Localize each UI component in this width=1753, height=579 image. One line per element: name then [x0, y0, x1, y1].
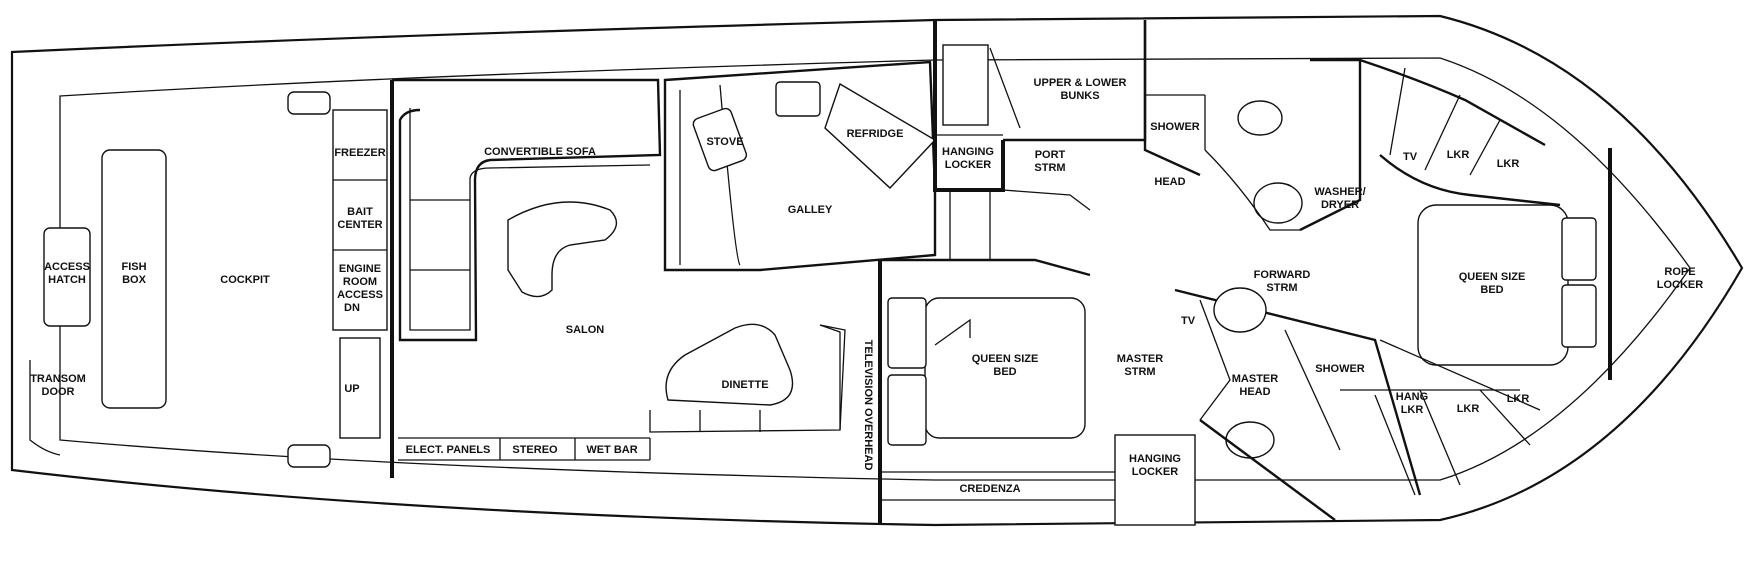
label-up: UP: [344, 383, 359, 395]
label-wet-bar: WET BAR: [586, 444, 637, 456]
port-strm-area: [933, 20, 1147, 260]
cockpit-area: [43, 91, 331, 468]
salon-area: [392, 78, 846, 461]
master-head-toilet[interactable]: [1213, 287, 1267, 333]
label-galley: GALLEY: [788, 204, 833, 216]
label-salon: SALON: [566, 324, 605, 336]
stove-top[interactable]: [692, 107, 748, 172]
galley-sink[interactable]: [775, 81, 821, 117]
fish-box[interactable]: [101, 149, 167, 409]
bait-stack: [332, 80, 394, 478]
label-convertible-sofa: CONVERTIBLE SOFA: [484, 146, 596, 158]
hull: [10, 14, 1744, 527]
label-elect-panels: ELECT. PANELS: [406, 444, 491, 456]
master-bed[interactable]: [924, 297, 1086, 439]
step-lower: [287, 444, 331, 468]
refridge-unit[interactable]: [824, 82, 937, 189]
label-cockpit: COCKPIT: [220, 274, 270, 286]
forward-strm-area: [1174, 148, 1612, 496]
label-lkr-upper-1: LKR: [1447, 149, 1470, 161]
label-freezer: FREEZER: [334, 147, 385, 159]
label-lkr-lower-1: LKR: [1457, 403, 1480, 415]
label-refridge: REFRIDGE: [847, 128, 904, 140]
label-washer-dryer: WASHER/DRYER: [1314, 186, 1365, 211]
master-head-area: [1199, 287, 1531, 521]
galley-area: [663, 60, 937, 272]
label-credenza: CREDENZA: [959, 483, 1020, 495]
label-shower-port: SHOWER: [1150, 121, 1200, 133]
label-television-overhead: TELEVISION OVERHEAD: [862, 340, 874, 471]
label-shower-master: SHOWER: [1315, 363, 1365, 375]
dinette-table[interactable]: [665, 323, 794, 406]
label-dinette: DINETTE: [721, 379, 768, 391]
label-stereo: STEREO: [512, 444, 558, 456]
label-stove: STOVE: [706, 136, 743, 148]
hanging-locker-master-box[interactable]: [1114, 434, 1196, 526]
label-tv-lower: TV: [1181, 315, 1196, 327]
salon-table[interactable]: [507, 201, 618, 298]
label-head: HEAD: [1154, 176, 1185, 188]
label-lkr-lower-2: LKR: [1507, 393, 1530, 405]
label-tv-upper: TV: [1403, 151, 1418, 163]
head-toilet[interactable]: [1253, 182, 1303, 224]
access-hatch[interactable]: [43, 227, 91, 327]
port-head-area: [1143, 20, 1561, 232]
step-upper: [287, 91, 331, 115]
master-strm-area: [878, 258, 1196, 526]
label-lkr-upper-2: LKR: [1497, 158, 1520, 170]
